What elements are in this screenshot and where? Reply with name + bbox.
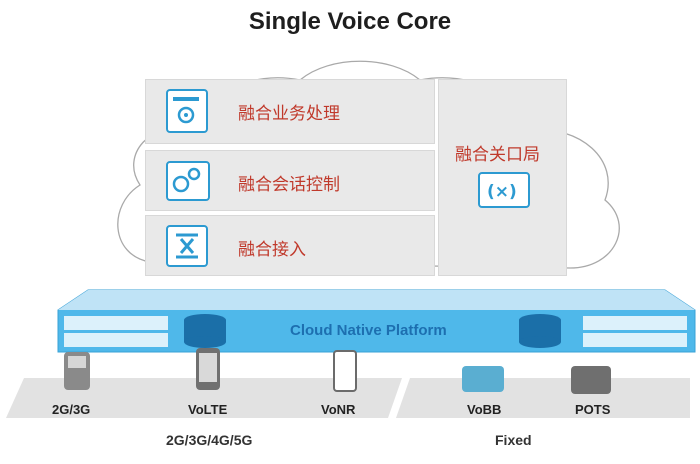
session-control-icon [166, 161, 210, 201]
mobile-group-label: 2G/3G/4G/5G [166, 432, 253, 448]
access-box: 融合接入 [145, 215, 435, 276]
device-label-vobb: VoBB [467, 402, 502, 417]
session-control-label: 融合会话控制 [238, 175, 340, 195]
desk-phone-icon [571, 366, 611, 394]
svg-text:(×): (×) [487, 182, 517, 202]
platform-label: Cloud Native Platform [290, 322, 447, 339]
page-title: Single Voice Core [248, 8, 452, 35]
access-ground [6, 378, 690, 418]
device-label-volte: VoLTE [188, 402, 228, 417]
feature-phone-icon [64, 352, 90, 390]
gateway-box: 融合关口局 (×) [438, 79, 567, 276]
gateway-label: 融合关口局 [455, 145, 540, 165]
device-label-pots: POTS [575, 402, 611, 417]
smartphone-outline-icon [333, 350, 357, 392]
fixed-group-label: Fixed [495, 432, 532, 448]
service-processing-label: 融合业务处理 [238, 104, 340, 124]
device-label-vonr: VoNR [321, 402, 356, 417]
gateway-icon: (×) [478, 172, 530, 208]
access-icon [166, 225, 208, 267]
service-processing-box: 融合业务处理 [145, 79, 435, 144]
session-control-box: 融合会话控制 [145, 150, 435, 211]
ip-phone-icon [462, 366, 504, 392]
access-label: 融合接入 [238, 240, 306, 260]
device-label-2g3g: 2G/3G [52, 402, 91, 417]
platform-rack [57, 289, 696, 353]
service-processing-icon [166, 89, 208, 133]
smartphone-icon [196, 348, 220, 390]
